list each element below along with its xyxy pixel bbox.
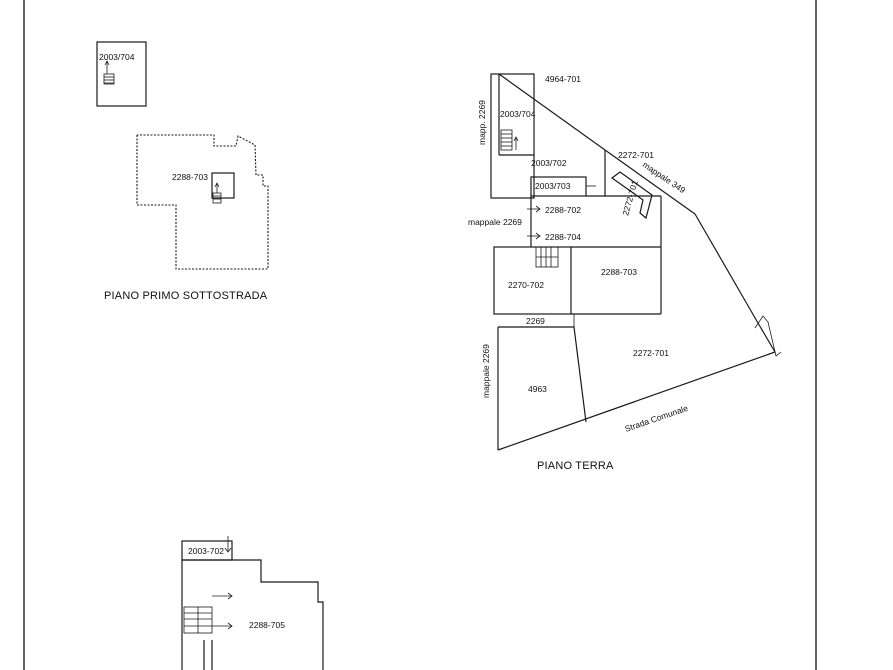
diagonal-boundary [498, 73, 606, 151]
plan-piano-primo-sottostrada: 2003/704 2288-703 PIANO PRIMO SOTTOSTRAD… [96, 41, 269, 302]
label-2272-701-slant: 2272-701 [620, 179, 640, 217]
label-mappale-349: mappale 349 [641, 159, 688, 195]
label-mappale-2269-left: mappale 2269 [481, 344, 491, 398]
boundary-right [694, 213, 759, 324]
boundary-mappale-349 [604, 149, 696, 215]
label-2288-704: 2288-704 [545, 232, 581, 242]
room-2003-704 [490, 73, 535, 199]
stair-icon [183, 606, 213, 634]
arrow-head [227, 622, 233, 630]
arrow-head [535, 232, 541, 240]
room-2003-703 [530, 176, 587, 197]
plan-bottom-partial: 2003-702 2288-705 [181, 536, 324, 670]
label-2270-702: 2270-702 [508, 280, 544, 290]
boundary-marker [754, 315, 782, 357]
label-2269: 2269 [526, 316, 545, 326]
room-2288-703-core [211, 172, 235, 199]
room-2003-704-small [96, 41, 147, 107]
label-2272-701-top: 2272-701 [618, 150, 654, 160]
label-mappale-2269-mid: mappale 2269 [468, 217, 522, 227]
label-4963: 4963 [528, 384, 547, 394]
label-2288-703: 2288-703 [172, 172, 208, 182]
label-mapp-2269-top: mapp. 2269 [477, 100, 487, 145]
label-2003-704: 2003/704 [99, 52, 135, 62]
arrow-head [224, 547, 232, 553]
label-4964-701: 4964-701 [545, 74, 581, 84]
label-strada-comunale: Strada Comunale [623, 403, 689, 434]
label-2003-702: 2003/702 [531, 158, 567, 168]
stair-icon [500, 129, 519, 151]
label-2003-702-bottom: 2003-702 [188, 546, 224, 556]
stair-icon [212, 182, 222, 204]
label-2288-705: 2288-705 [249, 620, 285, 630]
stair-icon [103, 60, 115, 85]
label-2003-703: 2003/703 [535, 181, 571, 191]
parcel-4963 [498, 326, 587, 423]
label-2288-703-terra: 2288-703 [601, 267, 637, 277]
plan-piano-terra: 4964-701 2003/704 mapp. 2269 2003/702 20… [468, 73, 782, 472]
label-2003-704-terra: 2003/704 [500, 109, 536, 119]
label-2288-702: 2288-702 [545, 205, 581, 215]
title-piano-primo-sottostrada: PIANO PRIMO SOTTOSTRADA [104, 290, 268, 302]
arrow-head [535, 205, 541, 213]
room-2288-705-outline [182, 559, 324, 670]
strada-comunale-line [497, 351, 776, 451]
label-2272-701-big: 2272-701 [633, 348, 669, 358]
stair-icon [535, 246, 559, 268]
slanted-room-2272-701 [610, 171, 653, 220]
room-2288-703-outline [136, 134, 269, 270]
room-2270-702 [493, 246, 572, 315]
boundary-right [757, 322, 776, 353]
title-piano-terra: PIANO TERRA [537, 460, 614, 472]
arrow-head [227, 592, 233, 600]
